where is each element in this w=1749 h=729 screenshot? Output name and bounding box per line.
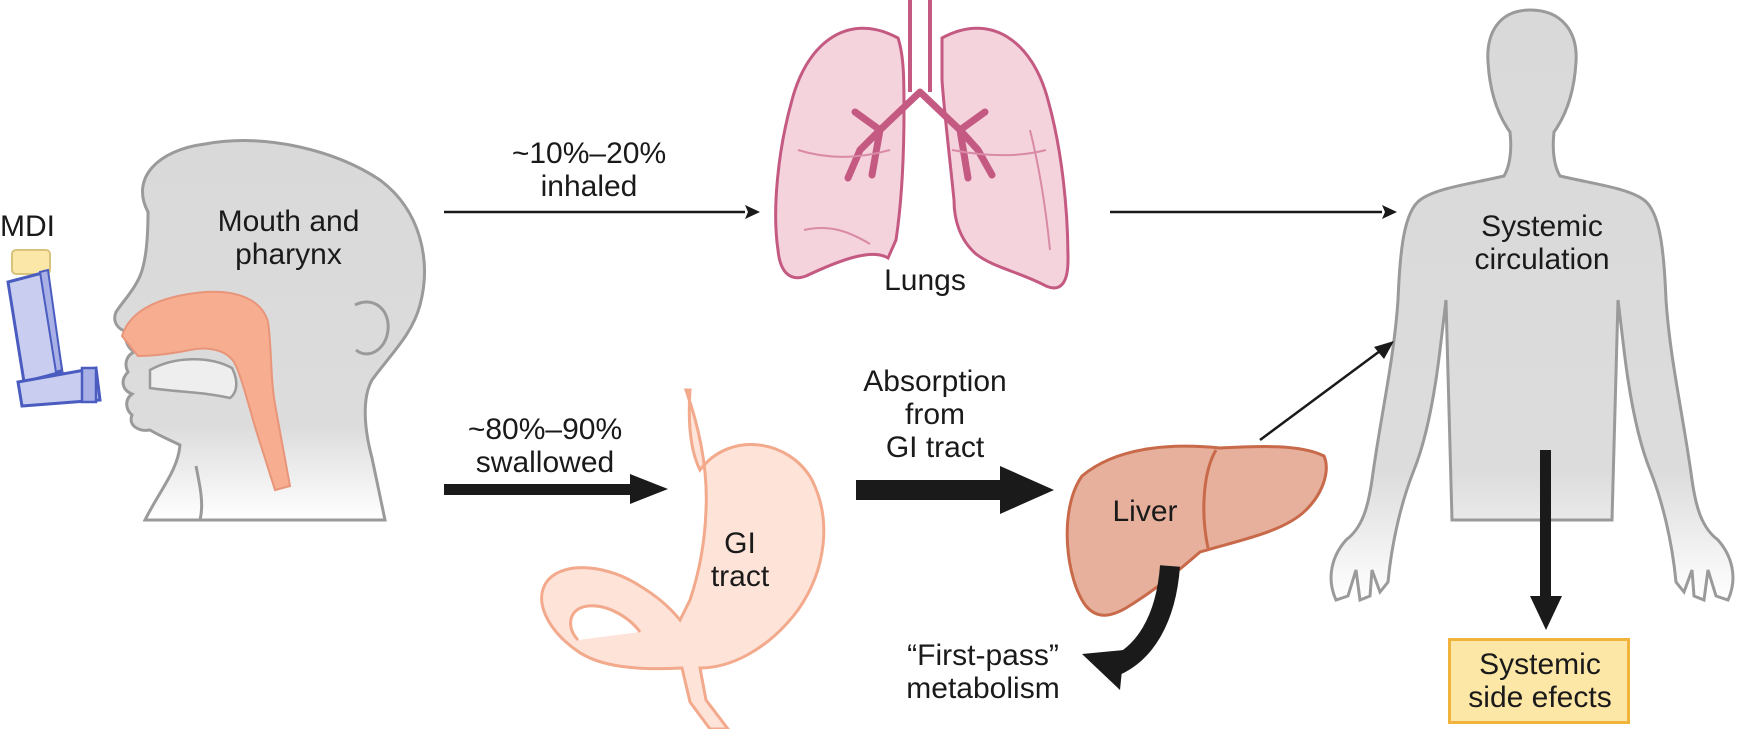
side-effects-label: Systemic side efects	[1468, 648, 1612, 714]
left-lung	[774, 26, 906, 280]
arrows	[444, 205, 1562, 690]
tongue	[148, 358, 238, 400]
airway	[120, 290, 292, 492]
inhaler-illustration	[6, 249, 102, 408]
liver-illustration	[1065, 444, 1328, 617]
liver-label: Liver	[1112, 495, 1178, 528]
arrow-absorption	[856, 480, 1006, 500]
stomach-illustration	[540, 388, 826, 729]
arrow-side-effects	[1540, 450, 1551, 600]
first-pass-label: “First-pass” metabolism	[906, 639, 1060, 705]
liver	[1065, 444, 1328, 617]
lungs-illustration	[774, 0, 1070, 290]
inhaled-label: ~10%–20% inhaled	[511, 137, 667, 203]
lungs-label: Lungs	[884, 264, 966, 297]
body-illustration	[1329, 8, 1735, 603]
swallowed-label: ~80%–90% swallowed	[467, 413, 623, 479]
trachea	[908, 0, 932, 92]
right-lung	[940, 26, 1070, 290]
systemic-circulation-label: Systemic circulation	[1474, 210, 1610, 276]
ear	[354, 300, 390, 356]
mdi-label: MDI	[0, 210, 55, 243]
mouth-pharynx-label: Mouth and pharynx	[217, 205, 360, 271]
head-illustration	[113, 139, 426, 522]
arrow-liver-systemic	[1259, 346, 1385, 442]
stomach	[540, 388, 826, 729]
arrow-swallowed	[444, 484, 634, 495]
body-silhouette	[1329, 8, 1735, 603]
gi-tract-label: GI tract	[710, 527, 770, 593]
absorption-label: Absorption from GI tract	[863, 365, 1007, 464]
side-effects-box	[1448, 638, 1630, 724]
